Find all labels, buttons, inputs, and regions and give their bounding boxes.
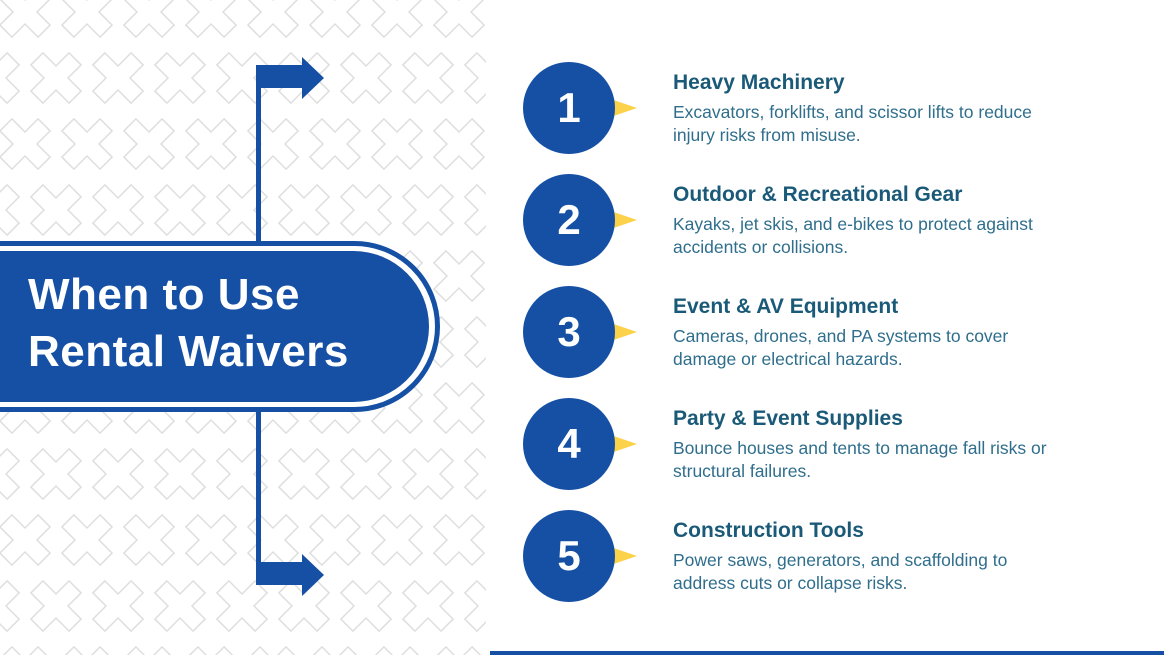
item-marker: 3 <box>523 286 637 378</box>
page-title-line1: When to Use <box>28 270 300 319</box>
item-text: Party & Event Supplies Bounce houses and… <box>673 406 1093 483</box>
number-badge: 4 <box>523 398 615 490</box>
waiver-item-list: 1 Heavy Machinery Excavators, forklifts,… <box>523 62 1123 622</box>
item-marker: 2 <box>523 174 637 266</box>
item-title: Party & Event Supplies <box>673 406 903 430</box>
list-item: 3 Event & AV Equipment Cameras, drones, … <box>523 286 1123 378</box>
item-marker: 4 <box>523 398 637 490</box>
list-item: 1 Heavy Machinery Excavators, forklifts,… <box>523 62 1123 154</box>
connector-line-bottom <box>256 408 261 578</box>
item-marker: 5 <box>523 510 637 602</box>
right-arrow-icon-top <box>256 65 303 88</box>
list-item: 2 Outdoor & Recreational Gear Kayaks, je… <box>523 174 1123 266</box>
bottom-accent-line <box>490 651 1164 655</box>
number-badge: 2 <box>523 174 615 266</box>
item-title: Construction Tools <box>673 518 864 542</box>
right-arrow-head-top <box>302 57 324 99</box>
item-title: Event & AV Equipment <box>673 294 899 318</box>
item-text: Heavy Machinery Excavators, forklifts, a… <box>673 70 1093 147</box>
item-text: Outdoor & Recreational Gear Kayaks, jet … <box>673 182 1093 259</box>
list-item: 4 Party & Event Supplies Bounce houses a… <box>523 398 1123 490</box>
number-badge: 5 <box>523 510 615 602</box>
title-banner <box>0 251 429 402</box>
connector-line-top <box>256 66 261 244</box>
item-description: Kayaks, jet skis, and e-bikes to protect… <box>673 213 1033 257</box>
item-text: Construction Tools Power saws, generator… <box>673 518 1093 595</box>
item-text: Event & AV Equipment Cameras, drones, an… <box>673 294 1093 371</box>
item-description: Power saws, generators, and scaffolding … <box>673 549 1008 593</box>
right-arrow-icon-bottom <box>256 562 303 585</box>
item-description: Excavators, forklifts, and scissor lifts… <box>673 101 1032 145</box>
right-arrow-head-bottom <box>302 554 324 596</box>
item-description: Cameras, drones, and PA systems to cover… <box>673 325 1009 369</box>
item-title: Outdoor & Recreational Gear <box>673 182 963 206</box>
item-title: Heavy Machinery <box>673 70 845 94</box>
page-title: When to Use Rental Waivers <box>28 266 349 380</box>
page-title-line2: Rental Waivers <box>28 327 349 376</box>
item-description: Bounce houses and tents to manage fall r… <box>673 437 1047 481</box>
number-badge: 1 <box>523 62 615 154</box>
number-badge: 3 <box>523 286 615 378</box>
item-marker: 1 <box>523 62 637 154</box>
list-item: 5 Construction Tools Power saws, generat… <box>523 510 1123 602</box>
